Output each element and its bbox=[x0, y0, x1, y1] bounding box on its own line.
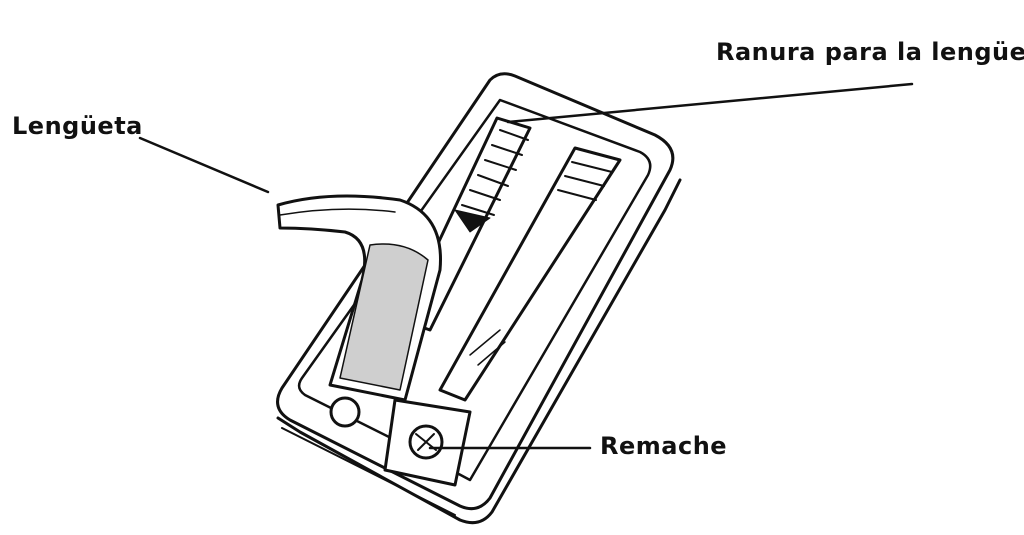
device-body-side bbox=[276, 178, 682, 525]
label-rivet: Remache bbox=[600, 432, 728, 460]
rivet bbox=[408, 424, 444, 460]
label-tab: Lengüeta bbox=[12, 112, 143, 140]
leader-line-slot bbox=[506, 82, 914, 124]
label-tab-slot: Ranura para la lengüeta bbox=[716, 38, 1024, 66]
leader-line-tab bbox=[138, 136, 270, 194]
button-circle bbox=[329, 396, 361, 428]
second-slot bbox=[438, 146, 622, 402]
